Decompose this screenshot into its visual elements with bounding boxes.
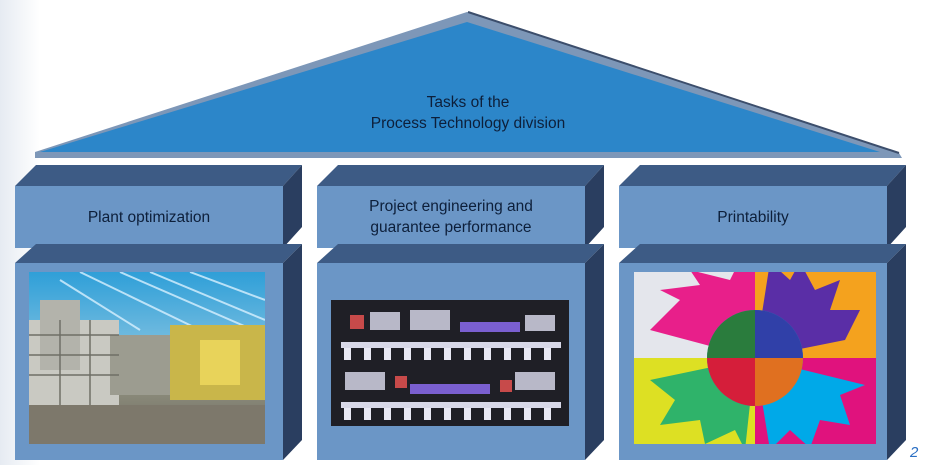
pillar-1-label: Plant optimization: [87, 208, 211, 226]
pillar-2-label-box: [317, 165, 604, 248]
pillar-2-label: Project engineering and guarantee perfor…: [317, 186, 585, 248]
roof-title: Tasks of the Process Technology division: [268, 92, 668, 134]
pillar-1-label-box: [15, 165, 302, 248]
page-number: 2: [910, 444, 919, 461]
factory-photo: [29, 272, 265, 444]
color-chart-image: [634, 272, 876, 444]
pillar-3-label-box: [619, 165, 906, 248]
roof: [35, 11, 902, 158]
roof-title-line-1: Tasks of the: [426, 94, 510, 111]
schematic-image: [331, 300, 569, 426]
pillar-3-label: Printability: [717, 208, 789, 226]
pillar-2-label-text: Project engineering and guarantee perfor…: [369, 198, 533, 236]
roof-title-line-2: Process Technology division: [370, 115, 566, 132]
